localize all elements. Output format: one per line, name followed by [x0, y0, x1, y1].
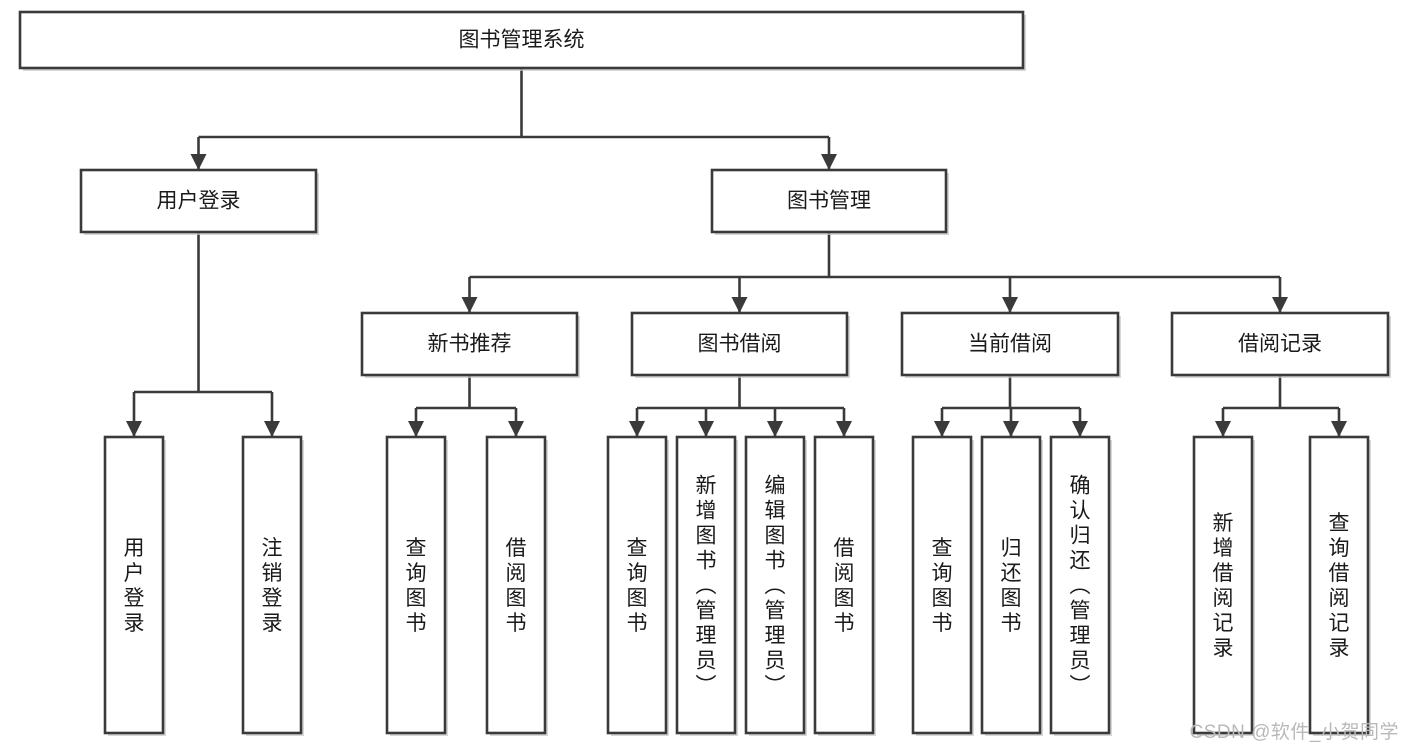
node-label: 借阅图书: [506, 537, 527, 635]
node-leaf-confirm-return-admin[interactable]: 确认归还︵管理员︶: [1049, 435, 1112, 736]
node-rect[interactable]: [1170, 311, 1390, 377]
node-rect[interactable]: [103, 435, 165, 735]
node-rect[interactable]: [744, 435, 806, 735]
node-rect[interactable]: [385, 435, 447, 735]
node-borrow-record[interactable]: 借阅记录: [1170, 311, 1391, 378]
node-leaf-borrow-book[interactable]: 借阅图书: [813, 435, 876, 736]
node-label: 注销登录: [262, 537, 283, 635]
node-rect[interactable]: [485, 435, 547, 735]
node-rect[interactable]: [911, 435, 973, 735]
node-label: 借阅图书: [834, 537, 855, 635]
node-leaf-borrow-book-recommend[interactable]: 借阅图书: [485, 435, 548, 736]
node-label: 用户登录: [157, 190, 241, 213]
node-label: 查询借阅记录: [1329, 512, 1350, 660]
node-leaf-add-book-admin[interactable]: 新增图书︵管理员︶: [675, 435, 738, 736]
node-rect[interactable]: [710, 168, 948, 234]
node-rect[interactable]: [18, 10, 1025, 70]
node-rect[interactable]: [1049, 435, 1111, 735]
arrow-head-icon: [1272, 297, 1288, 313]
arrow-head-icon: [731, 297, 748, 313]
node-user-login[interactable]: 用户登录: [79, 168, 319, 235]
node-label: 新增借阅记录: [1213, 512, 1234, 660]
node-leaf-query-book-borrow[interactable]: 查询图书: [606, 435, 669, 736]
arrow-head-icon: [698, 421, 714, 437]
arrow-head-icon: [461, 297, 478, 313]
arrow-head-icon: [836, 421, 852, 437]
node-rect[interactable]: [606, 435, 668, 735]
node-rect[interactable]: [630, 311, 849, 377]
connectors-layer: [126, 68, 1347, 437]
node-book-borrow[interactable]: 图书借阅: [630, 311, 850, 378]
arrow-head-icon: [1072, 421, 1088, 437]
node-label: 新增图书︵管理员︶: [696, 475, 717, 698]
node-rect[interactable]: [675, 435, 737, 735]
node-label: 当前借阅: [968, 333, 1052, 356]
arrow-head-icon: [190, 154, 207, 170]
node-leaf-return-book[interactable]: 归还图书: [980, 435, 1043, 736]
node-label: 查询图书: [406, 537, 427, 635]
node-label: 图书管理: [787, 190, 871, 213]
arrow-head-icon: [1215, 421, 1231, 437]
node-leaf-query-borrow-record[interactable]: 查询借阅记录: [1308, 435, 1371, 736]
node-label: 图书借阅: [698, 333, 782, 356]
node-rect[interactable]: [900, 311, 1120, 377]
arrow-head-icon: [767, 421, 783, 437]
node-label: 查询图书: [932, 537, 953, 635]
arrow-head-icon: [264, 421, 280, 437]
arrow-head-icon: [1002, 297, 1018, 313]
node-rect[interactable]: [980, 435, 1042, 735]
watermark-label: CSDN @软件_小贺同学: [1189, 722, 1399, 743]
arrow-head-icon: [934, 421, 950, 437]
node-label: 编辑图书︵管理员︶: [765, 475, 786, 698]
node-leaf-query-book-recommend[interactable]: 查询图书: [385, 435, 448, 736]
arrow-head-icon: [629, 421, 645, 437]
node-leaf-logout[interactable]: 注销登录: [241, 435, 304, 736]
arrow-head-icon: [508, 421, 524, 437]
arrow-head-icon: [408, 421, 424, 437]
node-book-management[interactable]: 图书管理: [710, 168, 949, 235]
node-leaf-edit-book-admin[interactable]: 编辑图书︵管理员︶: [744, 435, 807, 736]
node-rect[interactable]: [241, 435, 303, 735]
node-label: 查询图书: [627, 537, 648, 635]
node-new-book-recommend[interactable]: 新书推荐: [360, 311, 580, 378]
node-label: 借阅记录: [1238, 333, 1322, 356]
node-label: 图书管理系统: [459, 29, 585, 52]
node-leaf-user-login[interactable]: 用户登录: [103, 435, 166, 736]
arrow-head-icon: [1331, 421, 1347, 437]
node-label: 新书推荐: [428, 333, 512, 356]
nodes-layer: 图书管理系统用户登录图书管理新书推荐图书借阅当前借阅借阅记录用户登录注销登录查询…: [18, 10, 1391, 736]
node-label: 用户登录: [124, 537, 145, 635]
node-root-root[interactable]: 图书管理系统: [18, 10, 1026, 71]
node-rect[interactable]: [360, 311, 579, 377]
arrow-head-icon: [821, 154, 837, 170]
node-rect[interactable]: [1192, 435, 1254, 735]
node-leaf-add-borrow-record[interactable]: 新增借阅记录: [1192, 435, 1255, 736]
node-current-borrow[interactable]: 当前借阅: [900, 311, 1121, 378]
node-label: 归还图书: [1001, 537, 1022, 635]
node-label: 确认归还︵管理员︶: [1070, 475, 1091, 698]
node-rect[interactable]: [79, 168, 318, 234]
node-rect[interactable]: [1308, 435, 1370, 735]
node-leaf-query-book-current[interactable]: 查询图书: [911, 435, 974, 736]
node-rect[interactable]: [813, 435, 875, 735]
arrow-head-icon: [1003, 421, 1019, 437]
arrow-head-icon: [126, 421, 142, 437]
